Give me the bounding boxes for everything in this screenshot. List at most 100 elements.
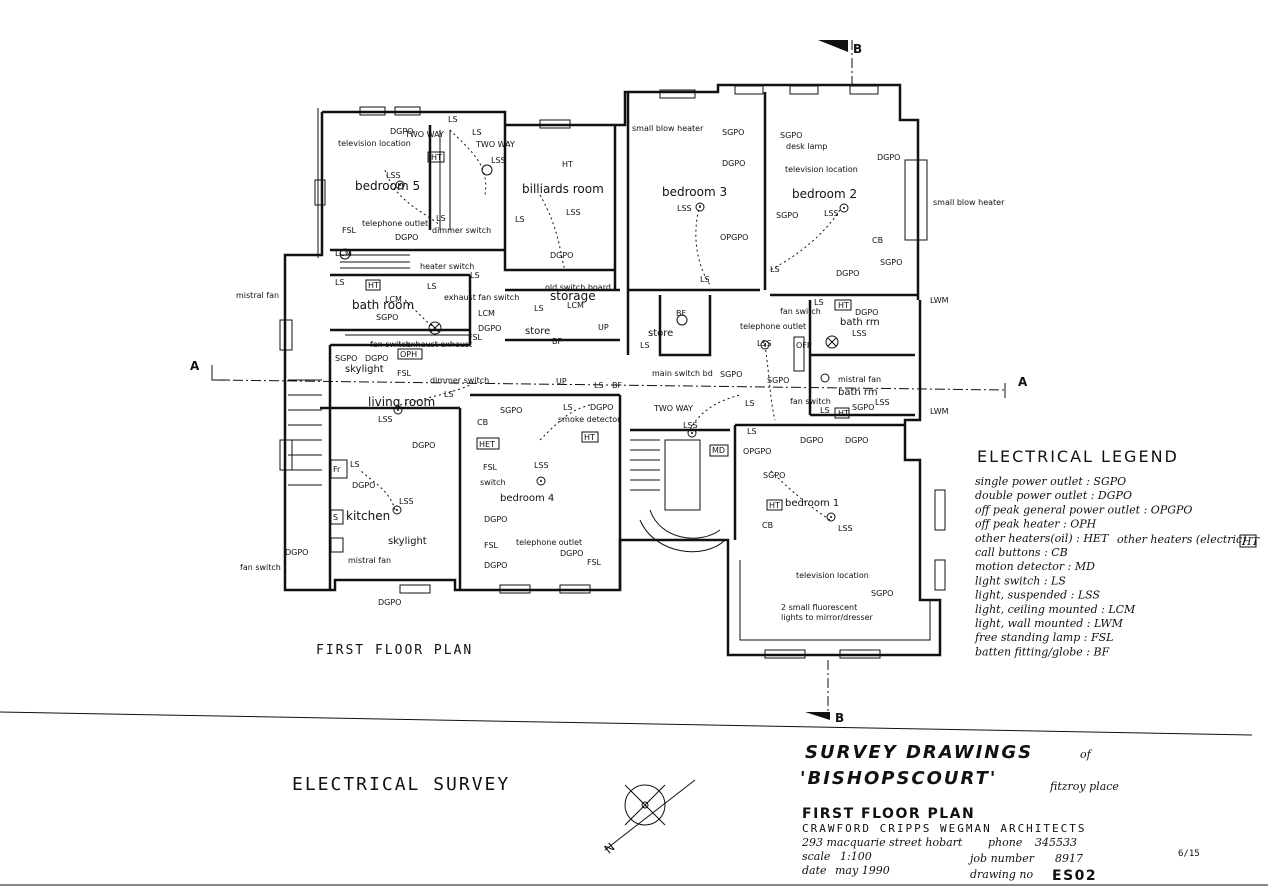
svg-text:LSS: LSS xyxy=(852,329,867,338)
svg-text:LSS: LSS xyxy=(838,524,853,533)
svg-text:mistral fan: mistral fan xyxy=(236,291,279,300)
svg-text:OPGPO: OPGPO xyxy=(743,447,771,456)
svg-text:LSS: LSS xyxy=(757,339,772,348)
svg-text:HT: HT xyxy=(584,433,595,442)
legend-row: light, suspended : LSS xyxy=(975,589,1101,602)
svg-text:DGPO: DGPO xyxy=(590,403,613,412)
ht-box xyxy=(766,499,783,511)
legend-title: ELECTRICAL LEGEND xyxy=(977,447,1179,466)
tb-address: 293 macquarie street hobart xyxy=(801,836,963,849)
svg-text:fan switch: fan switch xyxy=(240,563,281,572)
lss-symbol xyxy=(393,405,403,415)
svg-text:telephone outlet: telephone outlet xyxy=(740,322,806,331)
svg-text:switch: switch xyxy=(480,478,506,487)
svg-text:OPGPO: OPGPO xyxy=(720,233,748,242)
svg-text:LS: LS xyxy=(515,215,525,224)
svg-text:LSS: LSS xyxy=(399,497,414,506)
stairs-central xyxy=(630,439,726,553)
svg-text:television location: television location xyxy=(785,165,858,174)
tb-phone-label: phone xyxy=(988,836,1023,849)
md-box xyxy=(709,444,729,457)
svg-text:DGPO: DGPO xyxy=(484,561,507,570)
room-store: store xyxy=(525,326,550,337)
ht-box xyxy=(427,151,445,163)
svg-text:LSS: LSS xyxy=(378,415,393,424)
svg-text:LSS: LSS xyxy=(875,398,890,407)
annotations: television location TWO WAY TWO WAY smal… xyxy=(236,124,1005,622)
room-bedroom-1: bedroom 1 xyxy=(785,498,839,509)
svg-text:CB: CB xyxy=(477,418,488,427)
svg-text:DGPO: DGPO xyxy=(352,481,375,490)
tb-job-label: job number xyxy=(967,852,1035,865)
svg-text:SGPO: SGPO xyxy=(376,313,398,322)
svg-text:DGPO: DGPO xyxy=(395,233,418,242)
ht-box xyxy=(834,407,850,419)
legend-row: single power outlet : SGPO xyxy=(975,475,1126,488)
svg-text:television location: television location xyxy=(338,139,411,148)
lcm-symbol xyxy=(825,335,839,349)
svg-text:LSS: LSS xyxy=(386,171,401,180)
svg-text:LCM: LCM xyxy=(385,295,402,304)
svg-text:DGPO: DGPO xyxy=(412,441,435,450)
svg-text:UP: UP xyxy=(598,323,609,332)
legend-row: light, wall mounted : LWM xyxy=(975,617,1124,630)
tb-of: of xyxy=(1080,748,1093,761)
legend-row: double power outlet : DGPO xyxy=(975,489,1132,502)
electrical-legend: ELECTRICAL LEGEND single power outlet : … xyxy=(974,447,1261,658)
tb-scale-label: scale xyxy=(802,850,831,863)
svg-text:LCM: LCM xyxy=(567,301,584,310)
svg-text:FSL: FSL xyxy=(468,333,483,342)
room-labels: bedroom 5 billiards room bedroom 3 bedro… xyxy=(346,179,880,523)
svg-text:old switch board: old switch board xyxy=(545,283,611,292)
legend-row: off peak heater : OPH xyxy=(975,518,1097,531)
svg-text:LSS: LSS xyxy=(677,204,692,213)
plan-title: FIRST FLOOR PLAN xyxy=(316,643,473,658)
svg-text:TWO WAY: TWO WAY xyxy=(653,404,693,413)
ht-box xyxy=(365,279,381,291)
room-living: living room xyxy=(368,395,435,409)
section-b-top: B xyxy=(853,42,862,56)
lss-symbol xyxy=(339,248,351,260)
svg-text:main switch bd: main switch bd xyxy=(652,369,713,378)
svg-text:HT: HT xyxy=(562,160,573,169)
tb-phone: 345533 xyxy=(1035,836,1077,849)
svg-text:FSL: FSL xyxy=(483,463,498,472)
svg-text:fan switch: fan switch xyxy=(790,397,831,406)
svg-text:OPH: OPH xyxy=(400,350,417,359)
svg-text:LWM: LWM xyxy=(930,407,949,416)
svg-text:FSL: FSL xyxy=(397,369,412,378)
svg-text:LS: LS xyxy=(350,460,360,469)
lss-symbol xyxy=(395,180,405,190)
svg-text:BF: BF xyxy=(612,381,622,390)
svg-text:LS: LS xyxy=(335,278,345,287)
svg-text:dimmer switch: dimmer switch xyxy=(430,376,489,385)
lss-symbol xyxy=(676,314,688,326)
svg-text:CB: CB xyxy=(762,521,773,530)
svg-text:HET: HET xyxy=(479,440,495,449)
section-b-bottom: B xyxy=(835,711,844,725)
svg-text:mistral fan: mistral fan xyxy=(838,375,881,384)
svg-text:SGPO: SGPO xyxy=(722,128,744,137)
svg-text:UP: UP xyxy=(556,377,567,386)
svg-text:LS: LS xyxy=(770,265,780,274)
tb-firm: CRAWFORD CRIPPS WEGMAN ARCHITECTS xyxy=(802,822,1087,835)
svg-text:heater switch: heater switch xyxy=(420,262,474,271)
svg-text:skylight: skylight xyxy=(345,364,384,375)
room-storage: storage xyxy=(550,289,596,303)
lss-symbol xyxy=(820,373,830,383)
svg-text:LS: LS xyxy=(594,381,604,390)
lss-symbol xyxy=(687,428,697,438)
svg-text:FSL: FSL xyxy=(587,558,602,567)
svg-text:LS: LS xyxy=(747,427,757,436)
svg-text:DGPO: DGPO xyxy=(478,324,501,333)
legend-row: other heaters(oil) : HET xyxy=(975,532,1110,545)
svg-text:telephone outlet: telephone outlet xyxy=(362,219,428,228)
svg-text:LSS: LSS xyxy=(683,421,698,430)
svg-text:LS: LS xyxy=(444,390,454,399)
svg-text:LS: LS xyxy=(814,298,824,307)
svg-text:SGPO: SGPO xyxy=(880,258,902,267)
svg-text:2 small fluorescent: 2 small fluorescent xyxy=(781,603,857,612)
legend-row: call buttons : CB xyxy=(975,546,1068,559)
svg-text:HT: HT xyxy=(769,501,780,510)
svg-text:S: S xyxy=(333,513,338,522)
